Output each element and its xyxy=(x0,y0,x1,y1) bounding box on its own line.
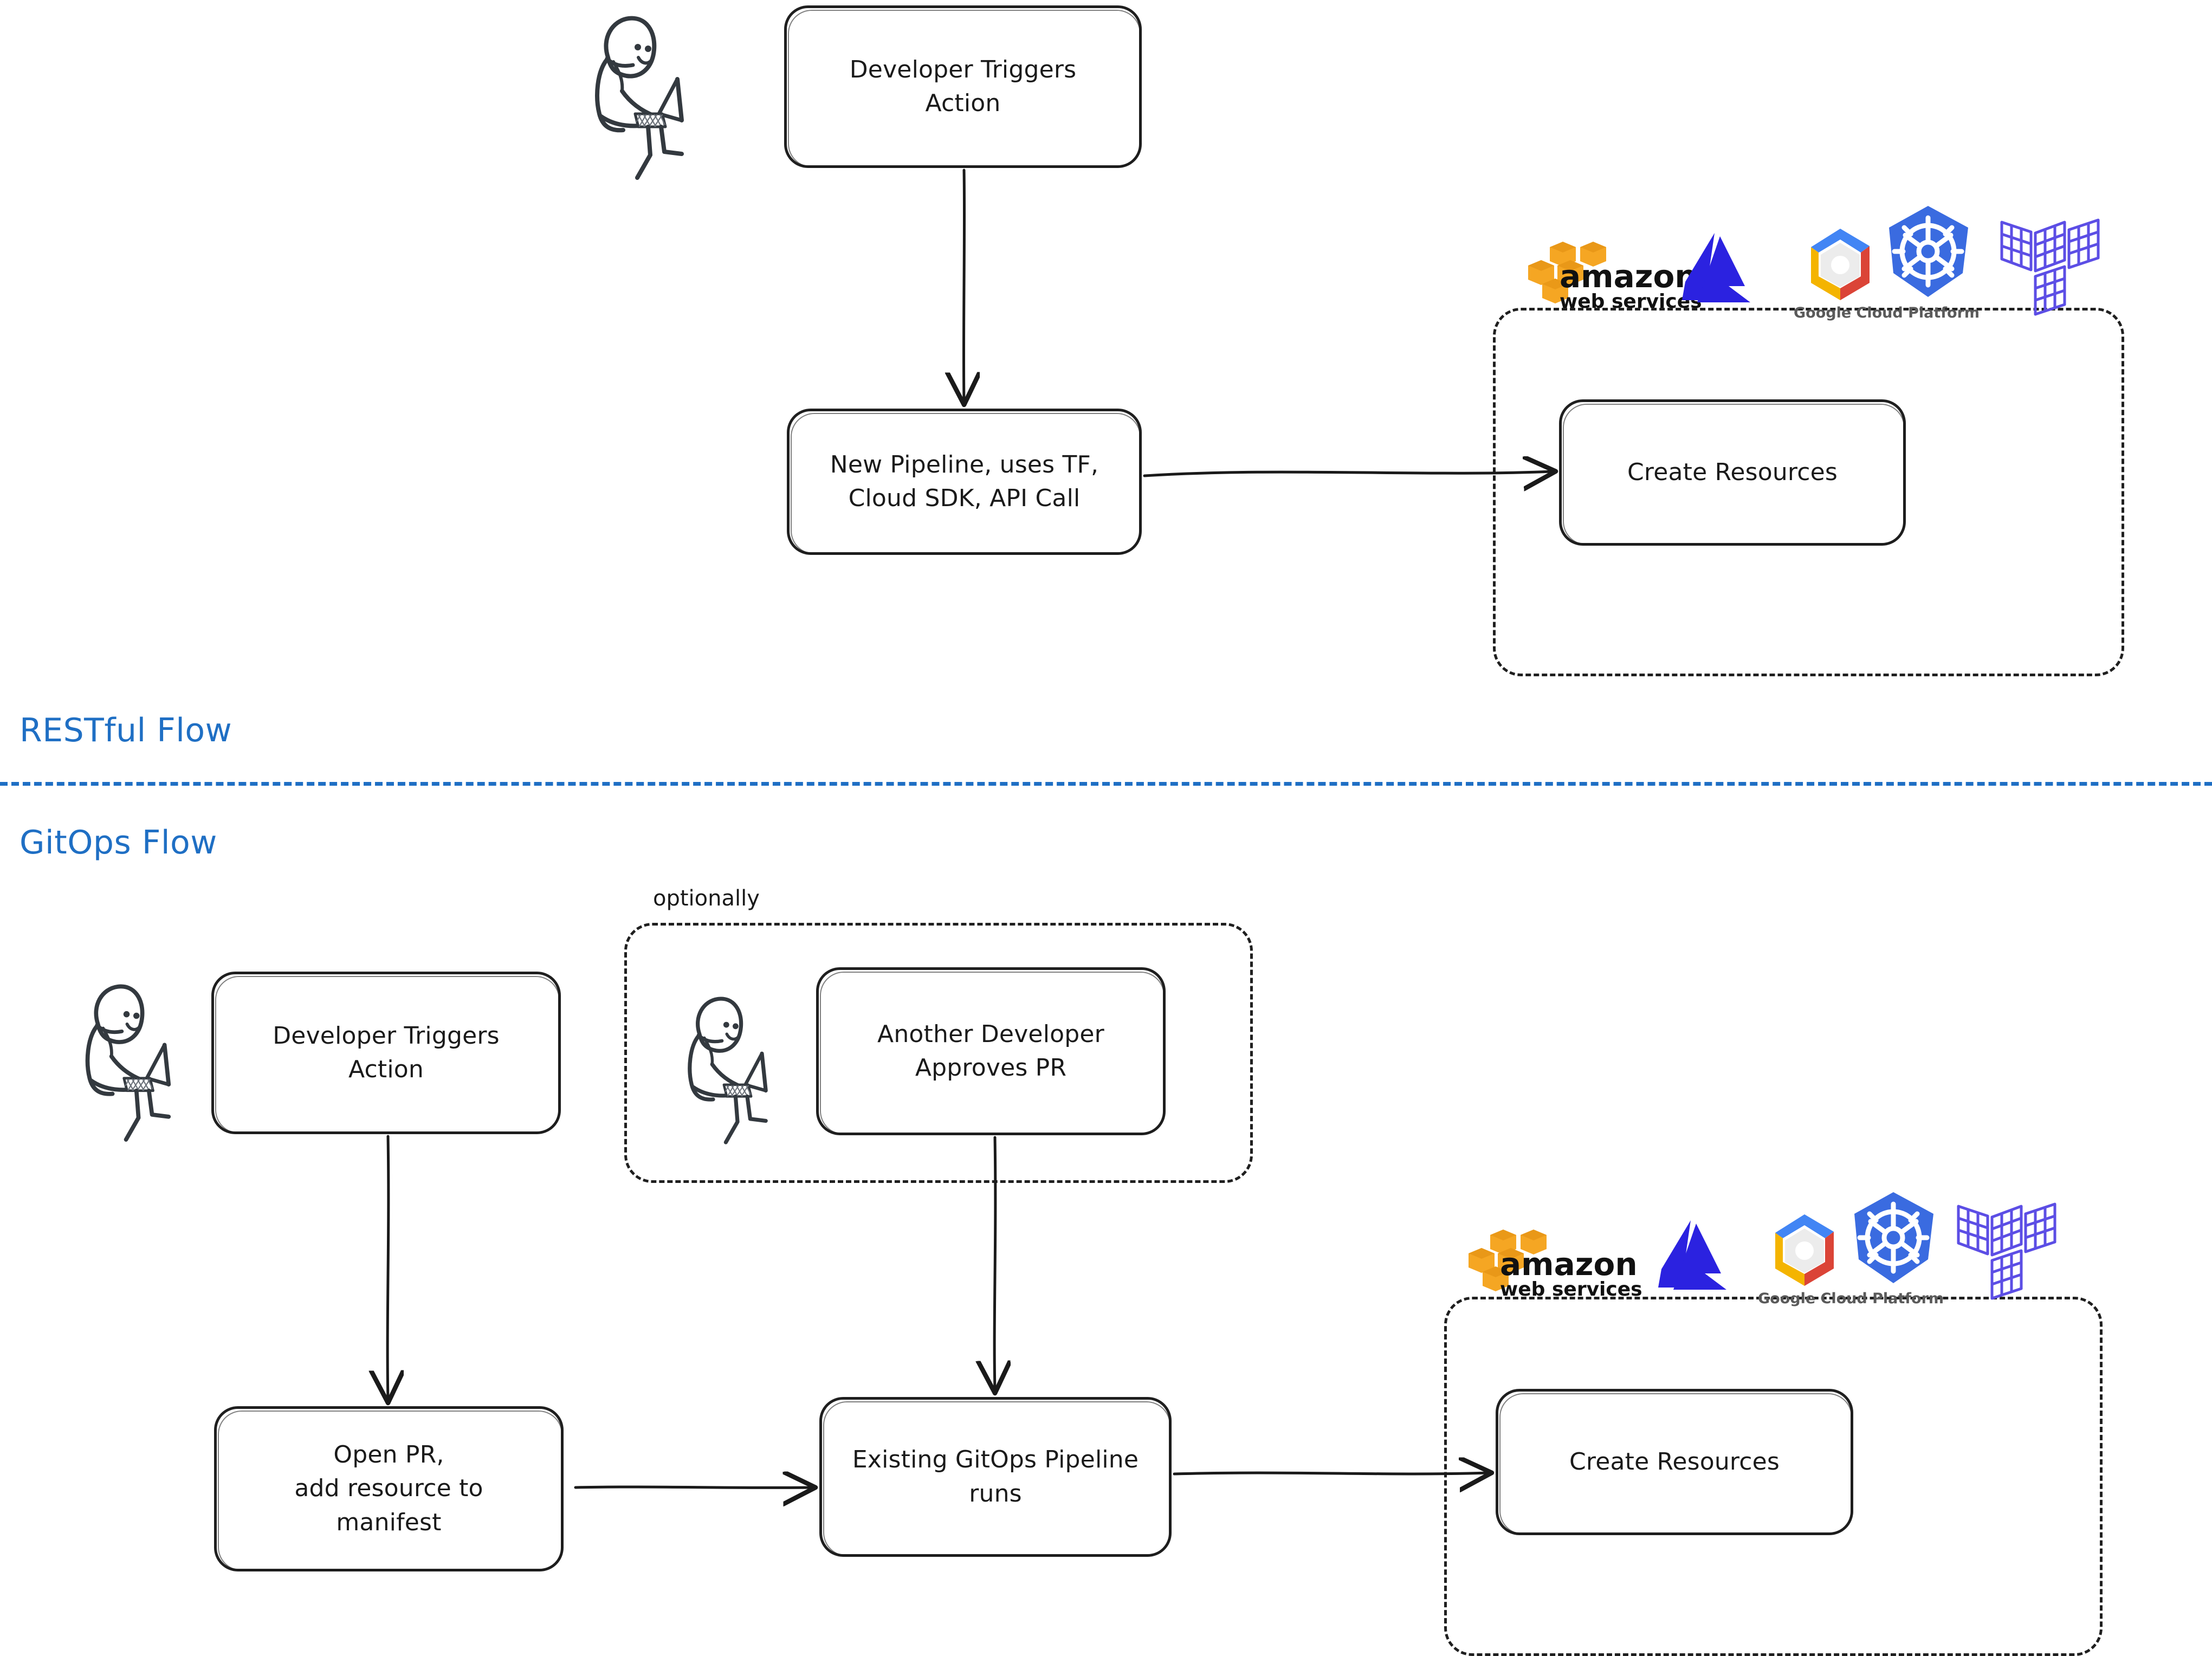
terraform-logo xyxy=(2000,218,2100,316)
restful-cloud-provider-group xyxy=(1493,308,2124,676)
node-label: New Pipeline, uses TF, Cloud SDK, API Ca… xyxy=(830,450,1099,512)
section-title-restful-flow: RESTful Flow xyxy=(20,711,232,749)
node-label: Another Developer Approves PR xyxy=(877,1020,1104,1082)
arrow-dev-to-pipeline-restful xyxy=(963,169,964,402)
gitops-optional-group xyxy=(624,923,1253,1183)
node-new-pipeline-restful[interactable]: New Pipeline, uses TF, Cloud SDK, API Ca… xyxy=(787,409,1142,555)
kubernetes-logo xyxy=(1854,1192,1933,1283)
arrow-pipeline-to-create-gitops xyxy=(1173,1473,1489,1474)
node-label: Developer Triggers Action xyxy=(273,1021,500,1083)
node-existing-gitops-pipeline[interactable]: Existing GitOps Pipeline runs xyxy=(819,1397,1172,1557)
node-create-resources-restful[interactable]: Create Resources xyxy=(1559,399,1906,546)
person-developer-at-laptop-restful xyxy=(595,16,684,180)
section-divider xyxy=(0,782,2212,786)
node-developer-triggers-action-gitops[interactable]: Developer Triggers Action xyxy=(211,972,561,1134)
arrow-dev-to-openpr-gitops xyxy=(387,1135,389,1400)
node-label: Create Resources xyxy=(1569,1447,1780,1476)
section-title-gitops-flow: GitOps Flow xyxy=(20,824,217,862)
aws-wordmark-primary: amazon xyxy=(1560,258,1697,295)
aws-wordmark-primary: amazon xyxy=(1500,1246,1638,1283)
person-developer-at-laptop-gitops xyxy=(85,984,171,1142)
arrow-pipeline-to-create-restful xyxy=(1143,471,1553,476)
node-create-resources-gitops[interactable]: Create Resources xyxy=(1496,1389,1853,1535)
node-label: Create Resources xyxy=(1627,458,1838,486)
azure-logo xyxy=(1682,233,1750,302)
azure-logo xyxy=(1658,1220,1726,1290)
node-label: Open PR, add resource to manifest xyxy=(294,1440,483,1536)
gitops-cloud-provider-group xyxy=(1444,1297,2103,1656)
caption-optionally: optionally xyxy=(653,886,760,911)
node-another-developer-approves-pr[interactable]: Another Developer Approves PR xyxy=(816,967,1166,1135)
aws-logo: amazon web services xyxy=(1469,1230,1642,1301)
node-label: Existing GitOps Pipeline runs xyxy=(852,1446,1139,1508)
node-label: Developer Triggers Action xyxy=(849,55,1077,117)
gcp-logo: Google Cloud Platform xyxy=(1758,1214,1944,1307)
aws-logo: amazon web services xyxy=(1528,242,1702,313)
kubernetes-logo xyxy=(1889,206,1968,297)
node-developer-triggers-action-restful[interactable]: Developer Triggers Action xyxy=(784,5,1142,168)
node-open-pr-add-resource[interactable]: Open PR, add resource to manifest xyxy=(214,1406,564,1571)
terraform-logo xyxy=(1957,1202,2056,1300)
